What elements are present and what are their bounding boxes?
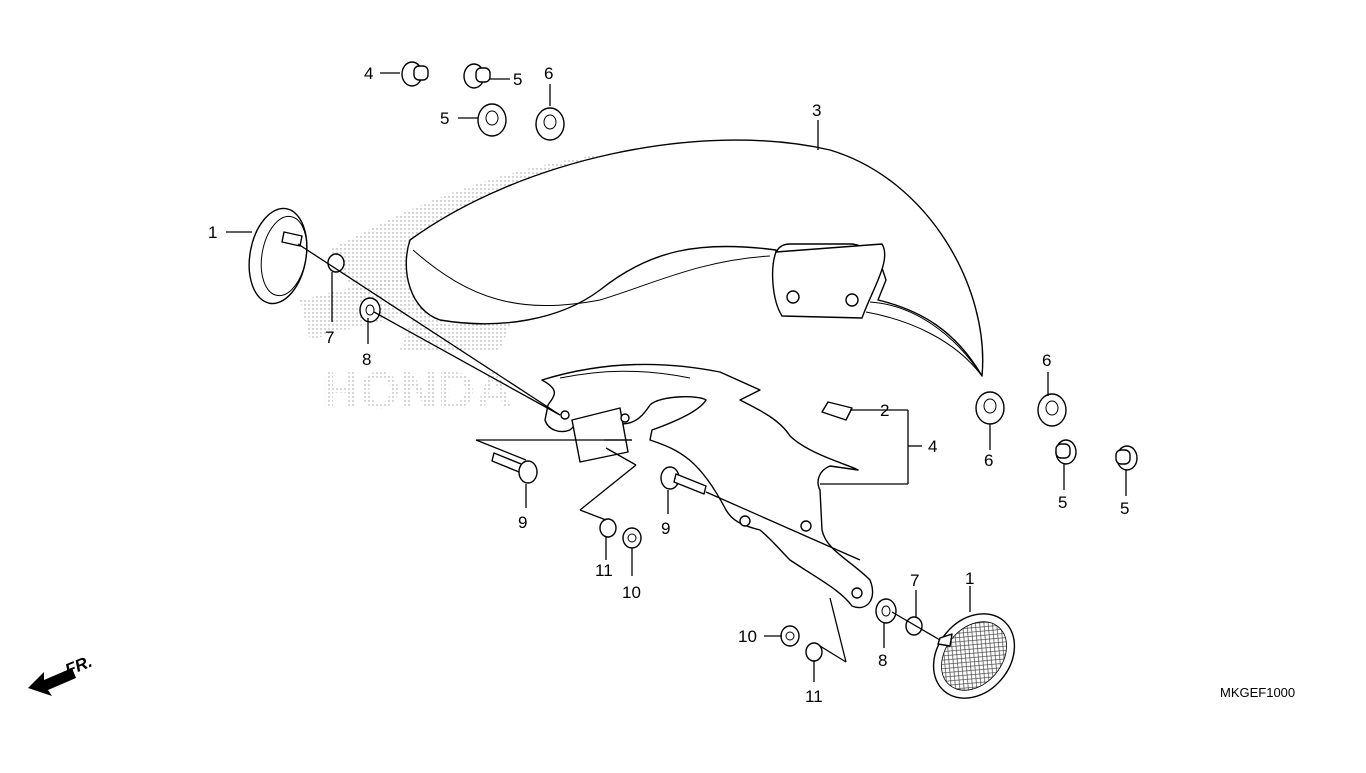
washer-8a (359, 297, 381, 323)
grommet-6c (975, 391, 1005, 425)
callout-7-right: 7 (910, 571, 919, 590)
callout-1-right: 1 (965, 569, 974, 588)
front-label: FR. (62, 652, 95, 680)
front-arrow-icon (28, 668, 76, 696)
callout-9-right: 9 (661, 519, 670, 538)
reflector-right (932, 613, 1016, 699)
watermark-text: HONDA (322, 362, 513, 420)
grommet-6d (1037, 393, 1067, 427)
callout-6-right-bottom: 6 (984, 451, 993, 470)
callout-9-left: 9 (518, 513, 527, 532)
callout-5-right-left: 5 (1058, 493, 1067, 512)
callout-11-right: 11 (805, 687, 823, 706)
callout-5-top-right: 5 (513, 70, 522, 89)
callout-6-top-right: 6 (544, 64, 553, 83)
diagram-code: MKGEF1000 (1220, 685, 1295, 700)
callout-5-top-left: 4 (364, 64, 373, 83)
callout-10-right: 10 (738, 627, 757, 646)
callout-6-right-top: 6 (1042, 351, 1051, 370)
collar-5b (463, 63, 491, 89)
washer-7b (905, 616, 923, 636)
front-direction-indicator: FR. (28, 652, 95, 696)
washer-11a (599, 518, 617, 538)
nut-10a (622, 527, 642, 549)
callouts: 4 5 6 5 3 1 7 8 2 4 6 6 5 5 9 9 11 10 10… (208, 64, 1129, 706)
callout-3: 3 (812, 101, 821, 120)
callout-8-left: 8 (362, 350, 371, 369)
reflector-left (248, 207, 308, 305)
front-fender (405, 139, 984, 377)
callout-11-left: 11 (595, 561, 613, 580)
washer-11b (805, 642, 823, 662)
callout-1-left: 1 (208, 223, 217, 242)
callout-8-right: 8 (878, 651, 887, 670)
fender-bracket (541, 363, 874, 609)
callout-7-left: 7 (325, 328, 334, 347)
collar-5a (401, 61, 429, 87)
bolt-9a (491, 452, 538, 484)
collar-5d (1115, 445, 1138, 471)
callout-6-top-left: 5 (440, 109, 449, 128)
part-2-tag (821, 401, 853, 421)
callout-2: 2 (880, 401, 889, 420)
washer-8b (875, 598, 897, 624)
grommet-6b (535, 107, 565, 141)
grommet-6a (477, 103, 507, 137)
bolt-9b (660, 466, 707, 495)
callout-5-right-right: 5 (1120, 499, 1129, 518)
collar-5c (1055, 439, 1077, 465)
nut-10b (780, 625, 800, 647)
callout-10-left: 10 (622, 583, 641, 602)
callout-4: 4 (928, 437, 937, 456)
leader-lines (226, 72, 1127, 682)
